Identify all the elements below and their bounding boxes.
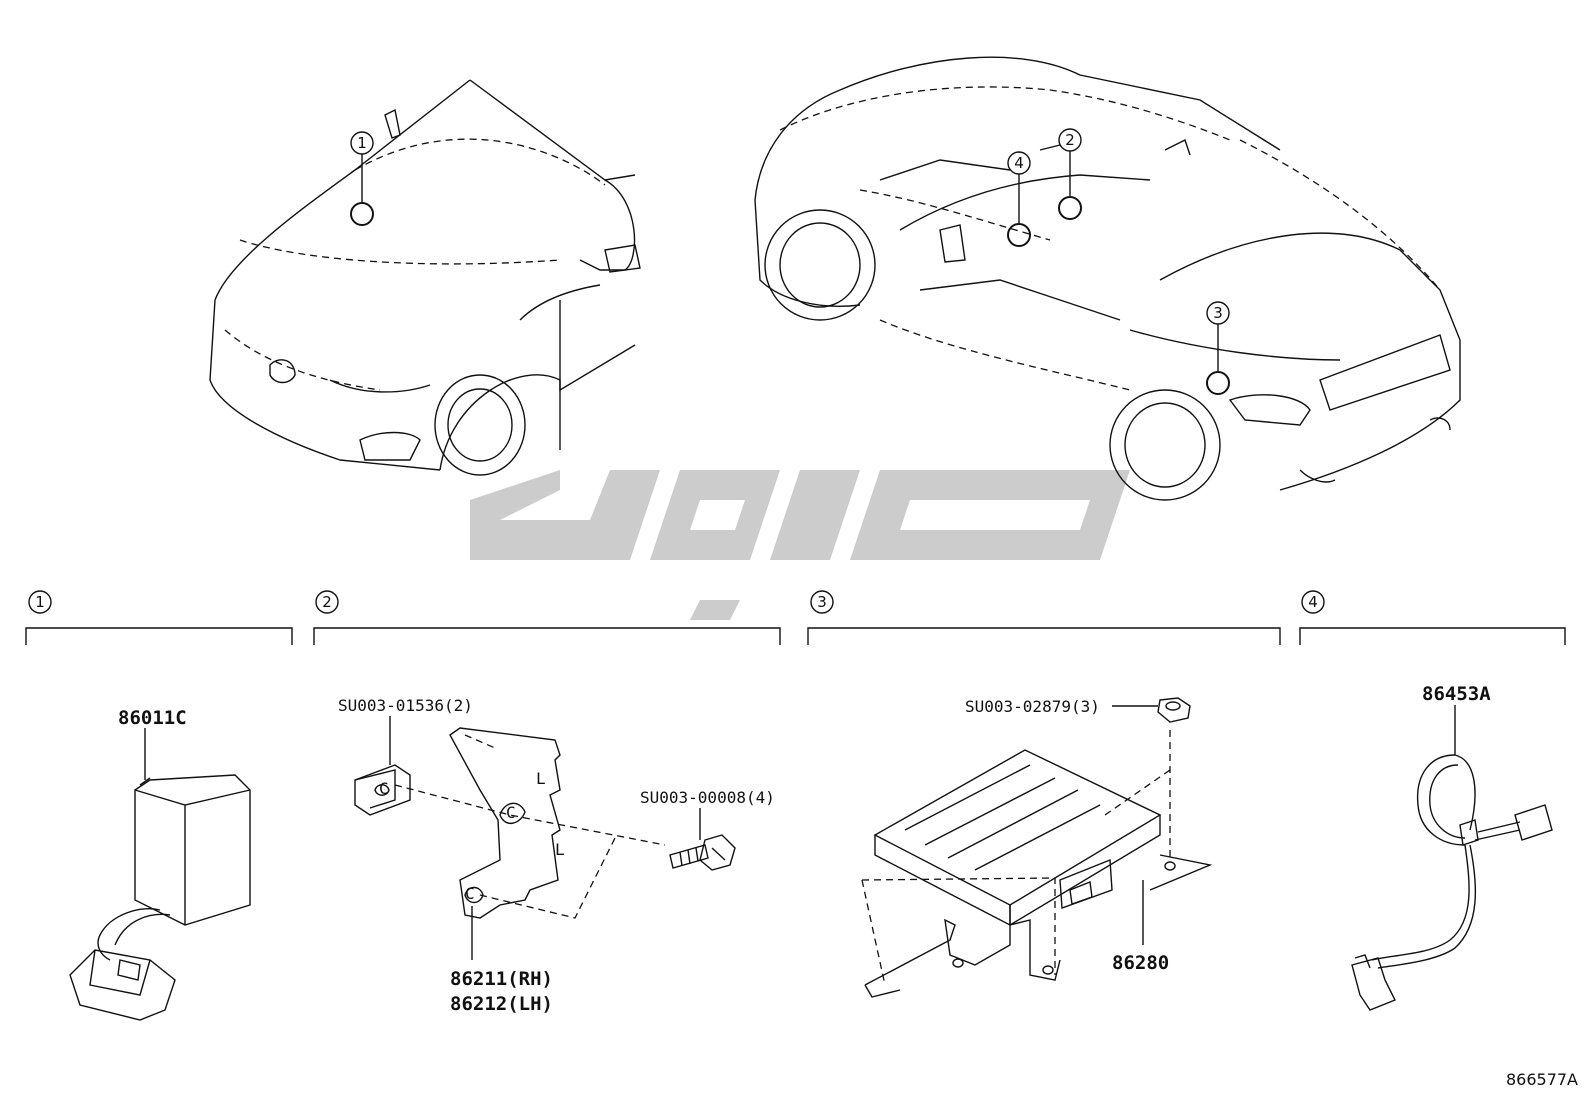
callout-2-top: 2 (1065, 131, 1075, 149)
part-86211-bracket: L L C C 86211(RH) 86212(LH) (394, 727, 666, 1015)
bracket-mark-l-upper: L (536, 769, 546, 788)
rear-car-illustration (754, 56, 1461, 501)
section-3-number: 3 (817, 593, 827, 611)
figure-id: 866577A (1506, 1070, 1578, 1089)
section-2-number: 2 (322, 593, 332, 611)
bracket-mark-c-lower: C (465, 884, 475, 903)
label-su003-00008: SU003-00008(4) (640, 788, 775, 807)
part-su003-00008-bolt: SU003-00008(4) (640, 788, 775, 871)
part-su003-02879-nut: SU003-02879(3) (965, 697, 1191, 723)
bracket-mark-c-middle: C (506, 803, 516, 822)
bracket-mark-l-lower: L (555, 840, 565, 859)
section-1-header: 1 (25, 590, 293, 645)
front-car-illustration (209, 79, 641, 476)
section-4-number: 4 (1308, 593, 1318, 611)
label-86280: 86280 (1112, 952, 1169, 974)
label-su003-01536: SU003-01536(2) (338, 696, 473, 715)
callout-3-top: 3 (1213, 304, 1223, 322)
label-86011c: 86011C (118, 707, 187, 729)
section-4-header: 4 (1299, 590, 1566, 645)
watermark (470, 470, 1130, 620)
callout-4-top: 4 (1014, 154, 1024, 172)
label-86453a: 86453A (1422, 683, 1491, 705)
location-markers: 1 2 4 3 (350, 128, 1230, 395)
part-86011c-module: 86011C (69, 707, 251, 1021)
clip-mark-c: C (379, 779, 389, 798)
part-su003-01536-clip: C SU003-01536(2) (338, 696, 473, 816)
label-86211-rh: 86211(RH) (450, 968, 553, 990)
section-1-number: 1 (35, 593, 45, 611)
section-3-header: 3 (807, 590, 1281, 645)
section-2-header: 2 (313, 590, 781, 645)
label-86212-lh: 86212(LH) (450, 993, 553, 1015)
part-86453a-harness: 86453A (1351, 683, 1553, 1011)
callout-1-top: 1 (357, 134, 367, 152)
label-su003-02879: SU003-02879(3) (965, 697, 1100, 716)
part-86280-ecu: 86280 (861, 730, 1213, 998)
